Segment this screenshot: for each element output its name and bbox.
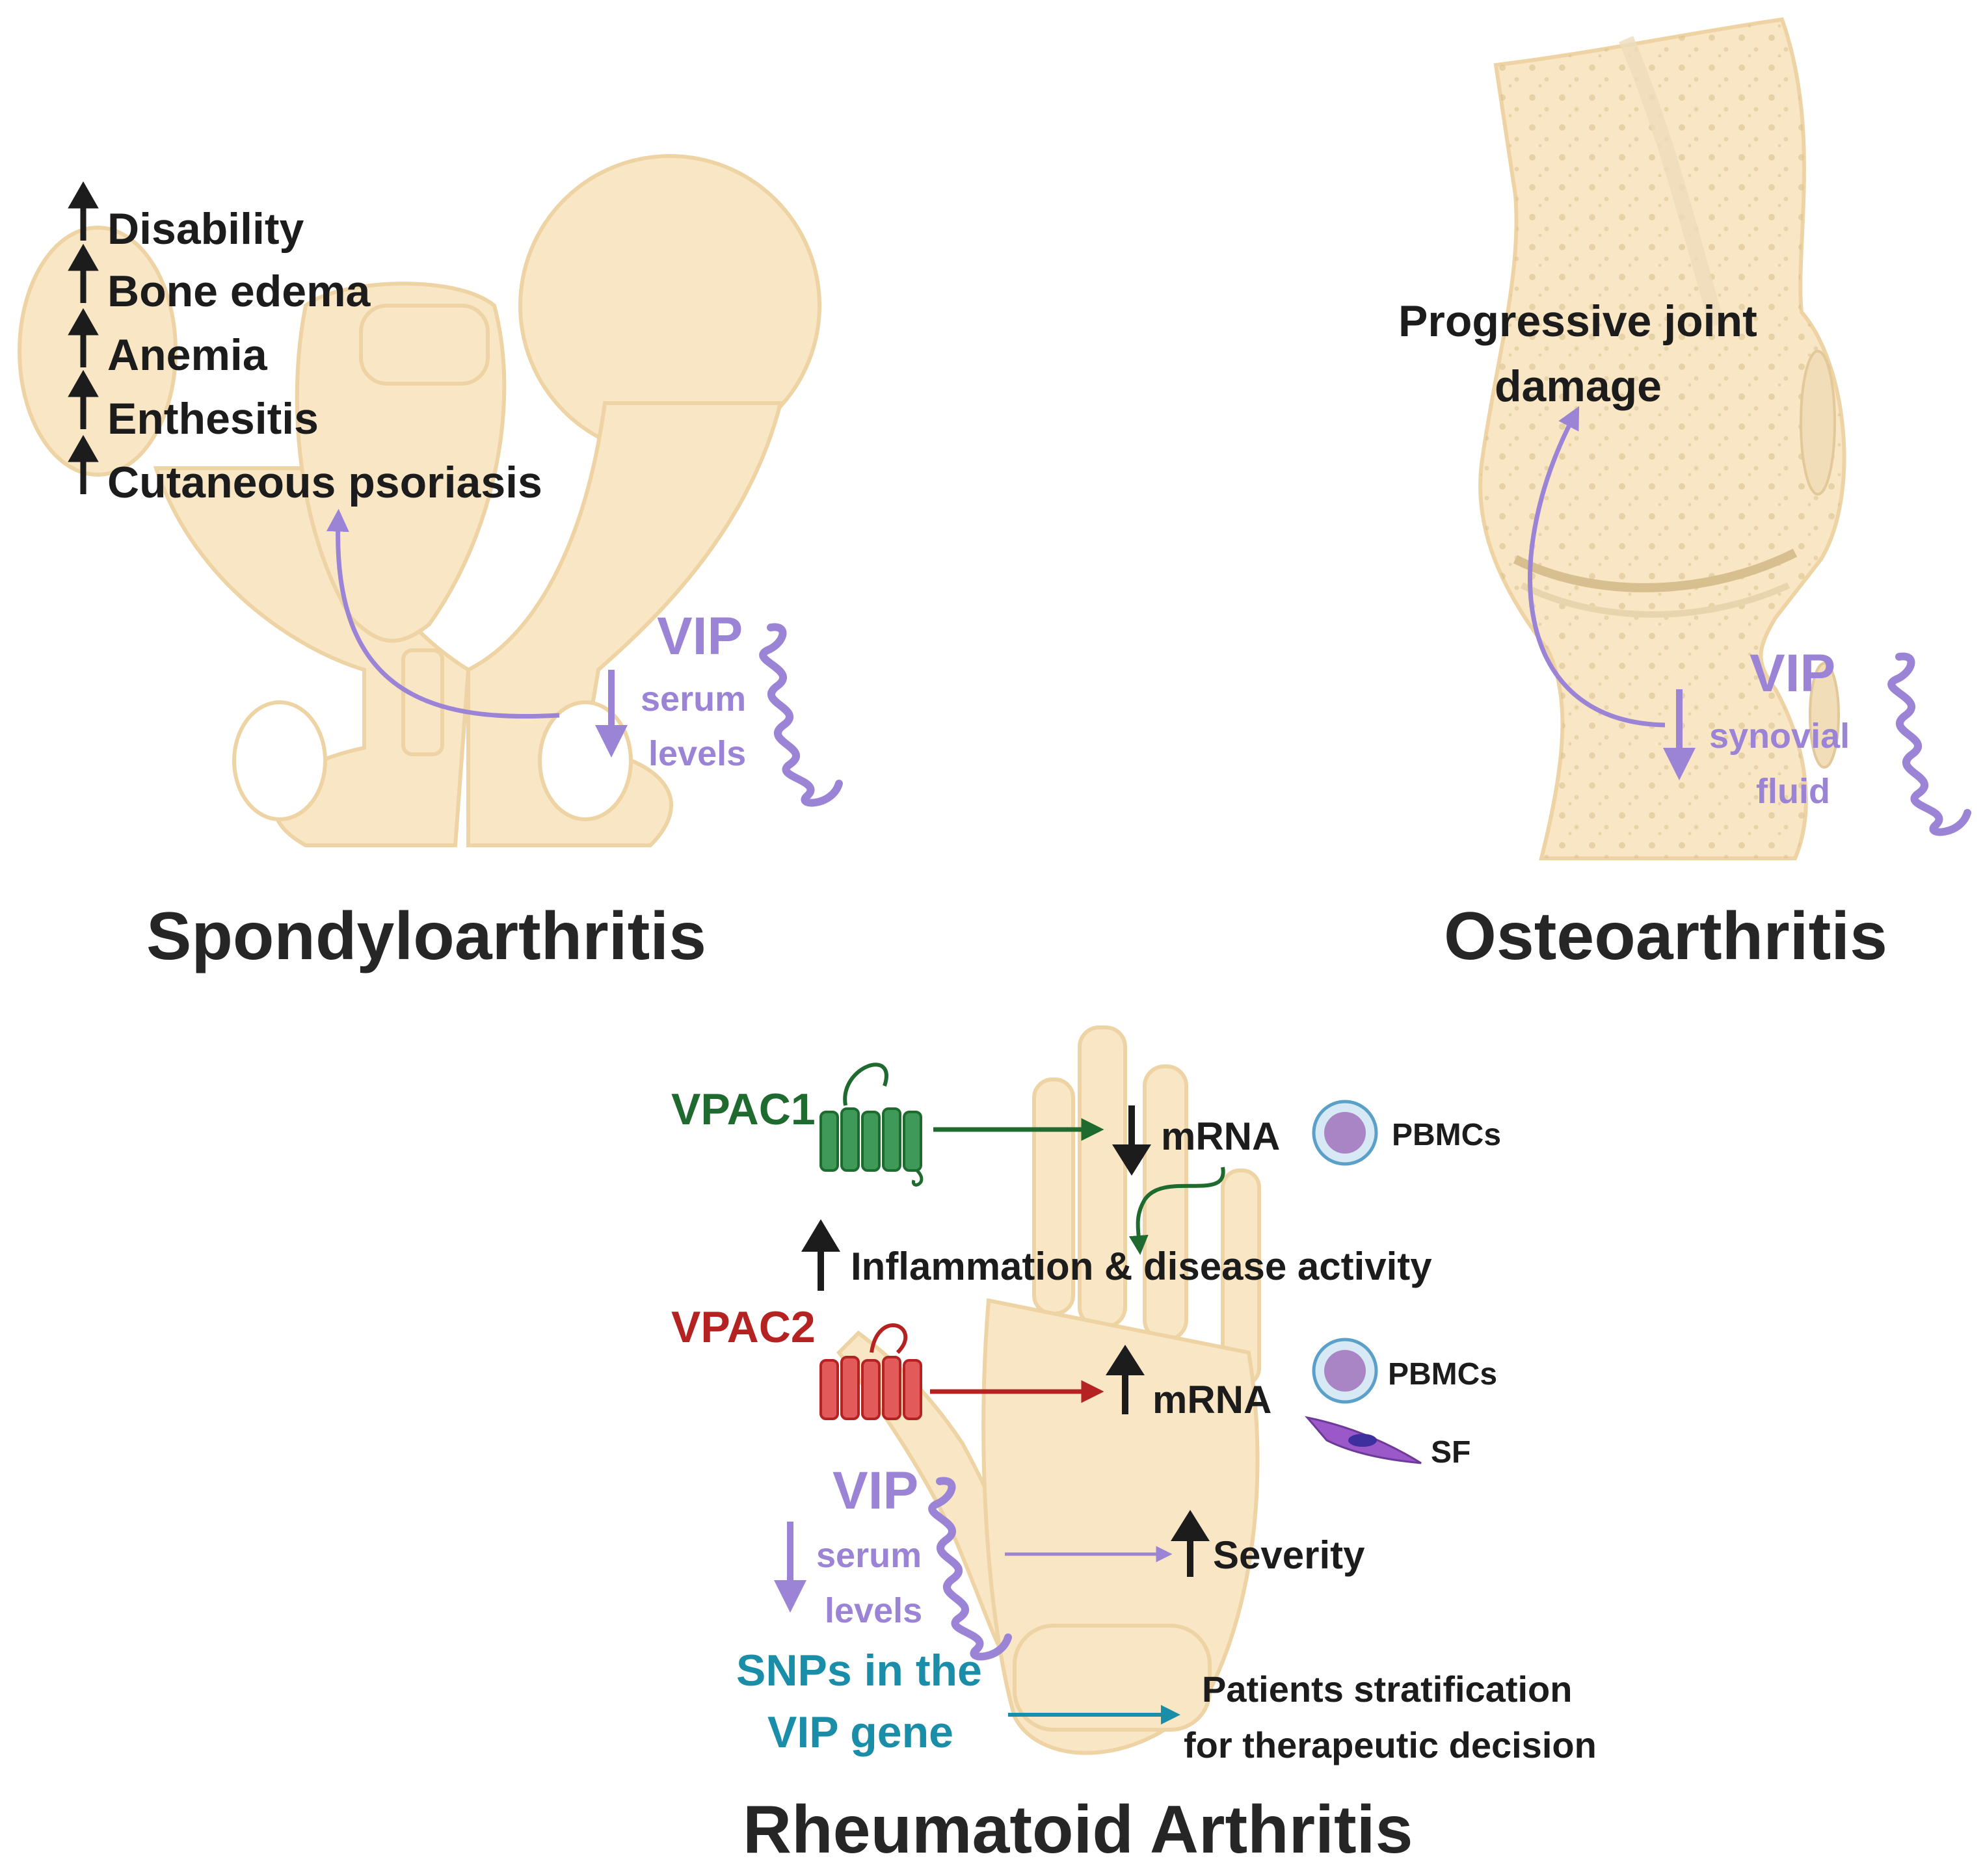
spa-vip-curved-arrow (326, 509, 560, 719)
ra-title: Rheumatoid Arthritis (743, 1792, 1413, 1868)
ra-vip-levels: levels (825, 1591, 923, 1630)
inflammation-up-arrow (801, 1219, 840, 1291)
pbmc-icon-1 (1312, 1100, 1378, 1166)
mrna-to-inflammation-arrow (1128, 1167, 1225, 1255)
spa-effect-anemia: Anemia (107, 330, 267, 380)
spa-effect-disability: Disability (107, 204, 304, 254)
spa-effect-enthesitis: Enthesitis (107, 394, 319, 443)
vpac2-mrna-label: mRNA (1152, 1378, 1272, 1421)
oa-vip-label: VIP (1750, 644, 1836, 703)
inflammation-label: Inflammation & disease activity (851, 1245, 1432, 1288)
vpac1-label: VPAC1 (671, 1085, 816, 1134)
sf-label: SF (1431, 1435, 1471, 1470)
vpac2-label: VPAC2 (671, 1302, 816, 1352)
spa-vip-serum: serum (641, 680, 747, 719)
oa-vip-fluid: fluid (1756, 772, 1830, 811)
snps-line-1: SNPs in the (736, 1646, 982, 1695)
snps-line-2: VIP gene (767, 1708, 953, 1757)
pbmcs-label-2: PBMCs (1388, 1357, 1498, 1392)
oa-outcome-line-1: Progressive joint (1398, 297, 1757, 346)
synovial-fibroblast-icon (1305, 1416, 1422, 1464)
severity-label: Severity (1213, 1533, 1365, 1577)
ra-vip-label: VIP (832, 1461, 919, 1520)
spa-vip-label: VIP (657, 607, 743, 666)
vpac1-mrna-label: mRNA (1161, 1115, 1281, 1158)
spa-up-arrows (68, 181, 99, 494)
spa-title: Spondyloarthritis (146, 899, 706, 974)
vpac1-receptor-icon (819, 1063, 924, 1187)
pelvis-illustration (18, 154, 821, 847)
spa-effect-cutaneous-psoriasis: Cutaneous psoriasis (107, 458, 542, 507)
pbmc-icon-2 (1312, 1338, 1378, 1404)
oa-outcome-line-2: damage (1495, 362, 1662, 411)
hand-illustration (836, 1025, 1261, 1755)
vpac2-receptor-icon (819, 1323, 922, 1420)
oa-vip-helix-icon (1887, 652, 1971, 836)
pbmcs-label-1: PBMCs (1392, 1118, 1502, 1152)
stratification-line-2: for therapeutic decision (1184, 1724, 1597, 1765)
stratification-line-1: Patients stratification (1202, 1669, 1573, 1710)
knee-illustration (1478, 17, 1846, 860)
oa-title: Osteoarthritis (1444, 899, 1887, 974)
spa-vip-helix-icon (759, 623, 843, 807)
ra-vip-helix-icon (928, 1477, 1012, 1661)
spa-effect-bone-edema: Bone edema (107, 267, 371, 316)
vpac1-mrna-down-arrow (1112, 1105, 1151, 1176)
ra-vip-serum: serum (816, 1536, 922, 1575)
oa-vip-synovial: synovial (1709, 717, 1850, 756)
oa-curved-arrow (1528, 406, 1666, 728)
spa-vip-levels: levels (648, 734, 747, 773)
severity-up-arrow (1171, 1510, 1210, 1577)
vpac2-mrna-up-arrow (1106, 1345, 1145, 1414)
